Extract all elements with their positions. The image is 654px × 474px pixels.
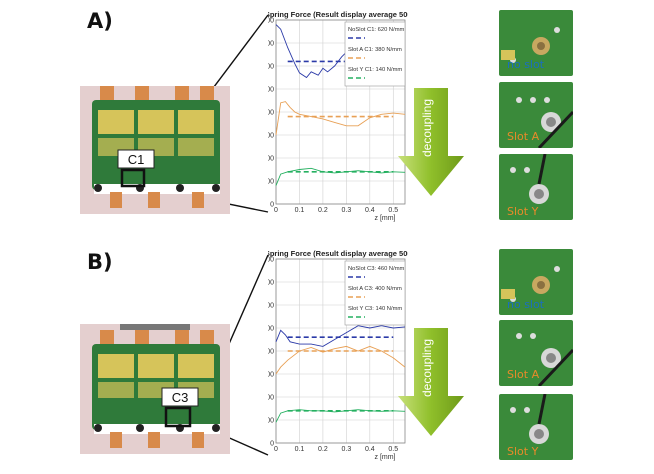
photo-slot-a-a (499, 82, 573, 148)
legend-entry-label: NoSlot C3: 460 N/mm (348, 266, 405, 272)
photo-slot-y-b (499, 394, 573, 460)
y-tick-label: 500 (268, 326, 274, 333)
region-label-c1: C1 (128, 152, 145, 167)
y-tick-label: 100 (268, 179, 274, 186)
panel-a-label: A) (87, 9, 113, 33)
x-axis-label: z [mm] (375, 215, 396, 222)
y-tick-label: 800 (268, 257, 274, 264)
x-tick-label: 0.2 (318, 207, 328, 214)
y-tick-label: 400 (268, 349, 274, 356)
region-label-c3: C3 (172, 390, 189, 405)
series-line (275, 325, 406, 347)
legend-entry-label: Slot A C3: 400 N/mm (348, 286, 402, 292)
decoupling-arrow-a: decoupling (398, 88, 464, 196)
plot-frame (275, 258, 406, 444)
legend-entry-label: Slot A C1: 380 N/mm (348, 47, 402, 53)
x-tick-label: 0 (274, 446, 278, 453)
spring-force-chart-b: Spring Force (Result display average 50u… (268, 249, 408, 461)
y-tick-label: 400 (268, 110, 274, 117)
photo-no-slot-b (499, 249, 573, 315)
decoupling-arrow-b: decoupling (398, 328, 464, 436)
decoupling-label-a: decoupling (420, 99, 434, 157)
y-tick-label: 0 (270, 202, 274, 209)
x-tick-label: 0.2 (318, 446, 328, 453)
caption-slot-a-a: Slot A (507, 130, 540, 143)
legend-entry-label: Slot Y C1: 140 N/mm (348, 67, 402, 73)
y-tick-label: 200 (268, 156, 274, 163)
y-tick-label: 600 (268, 303, 274, 310)
y-tick-label: 600 (268, 64, 274, 71)
chart-title: Spring Force (Result display average 50u… (268, 10, 408, 19)
caption-slot-a-b: Slot A (507, 368, 540, 381)
caption-no-slot-b: no slot (507, 298, 545, 311)
x-tick-label: 0.1 (295, 446, 305, 453)
x-tick-label: 0.4 (365, 446, 375, 453)
plot-frame (275, 19, 406, 205)
x-tick-label: 0.5 (388, 207, 398, 214)
y-tick-label: 800 (268, 18, 274, 25)
x-tick-label: 0 (274, 207, 278, 214)
caption-slot-y-a: Slot Y (507, 205, 539, 218)
caption-slot-y-b: Slot Y (507, 445, 539, 458)
x-tick-label: 0.5 (388, 446, 398, 453)
pcb-board-a: C1 (80, 86, 230, 214)
x-tick-label: 0.4 (365, 207, 375, 214)
y-tick-label: 300 (268, 372, 274, 379)
spring-force-chart-a: Spring Force (Result display average 50u… (268, 10, 408, 222)
photo-slot-a-b (499, 320, 573, 386)
photo-no-slot-a (499, 10, 573, 76)
decoupling-label-b: decoupling (420, 339, 434, 397)
legend-entry-label: Slot Y C3: 140 N/mm (348, 306, 402, 312)
y-tick-label: 200 (268, 395, 274, 402)
caption-no-slot-a: no slot (507, 58, 545, 71)
x-tick-label: 0.3 (341, 207, 351, 214)
series-line (275, 345, 406, 375)
y-tick-label: 700 (268, 41, 274, 48)
panel-b-label: B) (87, 250, 113, 274)
photo-slot-y-a (499, 154, 573, 220)
x-axis-label: z [mm] (375, 454, 396, 461)
y-tick-label: 500 (268, 87, 274, 94)
x-tick-label: 0.3 (341, 446, 351, 453)
legend-box (344, 260, 406, 326)
legend-box (344, 21, 406, 87)
pcb-board-b: C3 (80, 324, 230, 454)
y-tick-label: 0 (270, 441, 274, 448)
y-tick-label: 100 (268, 418, 274, 425)
x-tick-label: 0.1 (295, 207, 305, 214)
chart-title: Spring Force (Result display average 50u… (268, 249, 408, 258)
series-line (275, 101, 406, 136)
series-line (275, 167, 406, 186)
y-tick-label: 700 (268, 280, 274, 287)
legend-entry-label: NoSlot C1: 620 N/mm (348, 27, 405, 33)
y-tick-label: 300 (268, 133, 274, 140)
